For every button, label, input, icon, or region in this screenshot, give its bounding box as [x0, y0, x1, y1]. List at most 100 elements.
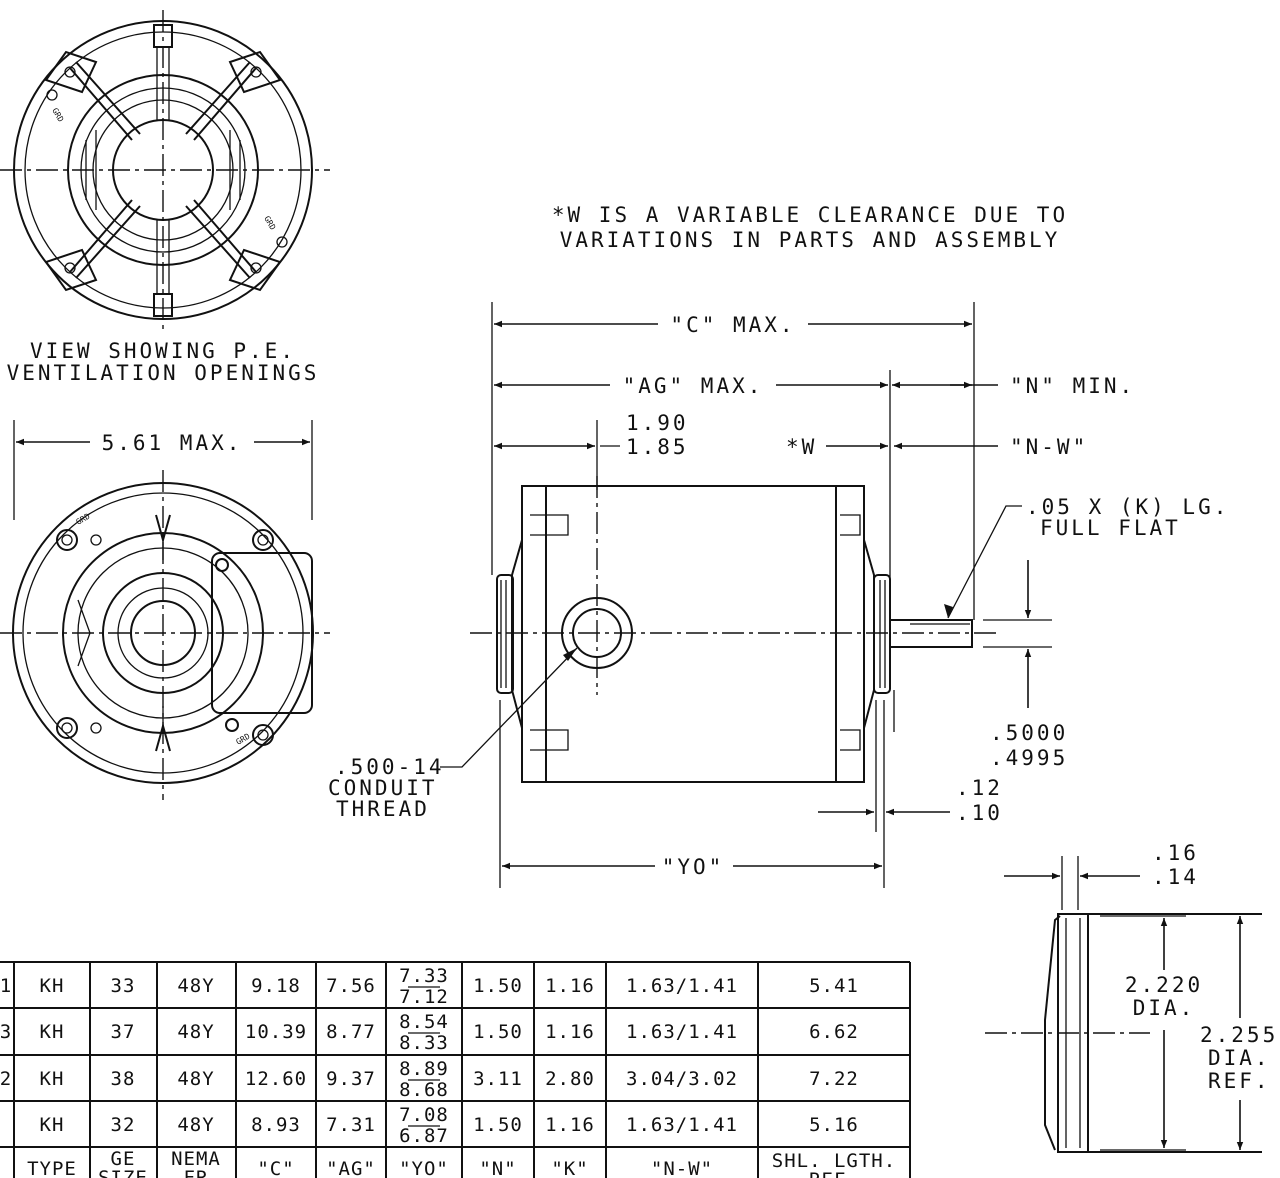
detail-dia-1: 2.220: [1125, 973, 1203, 997]
hdr-nema-2: FR: [184, 1167, 209, 1178]
cell-n: 3.11: [473, 1068, 523, 1090]
hdr-ge-2: SIZE: [98, 1167, 148, 1178]
cell-nw: 1.63/1.41: [626, 1021, 738, 1043]
dim-185: 1.85: [626, 435, 689, 459]
cell-nema: 48Y: [177, 1021, 214, 1043]
cell-ag: 8.77: [326, 1021, 376, 1043]
cell-nema: 48Y: [177, 1068, 214, 1090]
cell-ag: 7.56: [326, 975, 376, 997]
cell-yo-min: 8.33: [399, 1032, 449, 1054]
flat-note-2: FULL FLAT: [1040, 516, 1181, 540]
cell-n: 1.50: [473, 975, 523, 997]
detail-dim-14: .14: [1152, 865, 1199, 889]
cell-c: 8.93: [251, 1114, 301, 1136]
hdr-ag: "AG": [326, 1158, 376, 1178]
c-max-label: "C" MAX.: [670, 313, 795, 337]
hdr-ge-1: GE: [111, 1148, 136, 1170]
cell-k: 2.80: [545, 1068, 595, 1090]
cell-c: 10.39: [245, 1021, 307, 1043]
detail-dia-2-sub1: DIA.: [1208, 1046, 1271, 1070]
yo-dim-label: "YO": [662, 855, 725, 879]
cell-mark: 3: [0, 1021, 12, 1043]
cell-yo-max: 8.89: [399, 1058, 449, 1080]
table-row: 1 KH 33 48Y 9.18 7.56 1.50 1.16 1.63/1.41 5.41 7.3…: [0, 965, 859, 1008]
cell-yo-max: 7.08: [399, 1104, 449, 1126]
hdr-nw: "N-W": [651, 1158, 713, 1178]
conduit-note-3: THREAD: [336, 797, 430, 821]
hdr-nema-1: NEMA: [171, 1148, 221, 1170]
width-dim-label: 5.61 MAX.: [102, 431, 243, 455]
hdr-k: "K": [551, 1158, 588, 1178]
hdr-c: "C": [257, 1158, 294, 1178]
cell-yo-max: 8.54: [399, 1011, 449, 1033]
flat-note-1: .05 X (K) LG.: [1026, 495, 1229, 519]
n-min-label: "N" MIN.: [1010, 374, 1135, 398]
cell-c: 12.60: [245, 1068, 307, 1090]
shaft-dia-max: .5000: [990, 721, 1068, 745]
dim-190: 1.90: [626, 411, 689, 435]
dimension-table: [0, 961, 911, 1178]
cell-type: KH: [40, 975, 65, 997]
cell-nema: 48Y: [177, 1114, 214, 1136]
cell-k: 1.16: [545, 1114, 595, 1136]
ag-max-label: "AG" MAX.: [623, 374, 764, 398]
cell-mark: 2: [0, 1068, 12, 1090]
table-row: KH 32 48Y 8.93 7.31 1.50 1.16 1.63/1.41 5.16 7.08…: [40, 1104, 859, 1147]
cell-ge: 32: [111, 1114, 136, 1136]
cell-nw: 1.63/1.41: [626, 1114, 738, 1136]
end-view-caption-2: VENTILATION OPENINGS: [7, 361, 320, 385]
cell-type: KH: [40, 1114, 65, 1136]
conduit-note-1: .500-14: [335, 755, 445, 779]
detail-dia-1-sub: DIA.: [1133, 996, 1196, 1020]
cell-nw: 3.04/3.02: [626, 1068, 738, 1090]
cell-nw: 1.63/1.41: [626, 975, 738, 997]
cell-yo-min: 6.87: [399, 1125, 449, 1147]
table-header: TYPE GE SIZE NEMA FR "C" "AG" "YO" "N" "…: [27, 1148, 895, 1178]
cell-type: KH: [40, 1021, 65, 1043]
cell-nema: 48Y: [177, 975, 214, 997]
grd-label-4: GRD: [235, 732, 252, 747]
clearance-note-1: *W IS A VARIABLE CLEARANCE DUE TO: [552, 203, 1068, 227]
cell-yo-max: 7.33: [399, 965, 449, 987]
cell-n: 1.50: [473, 1021, 523, 1043]
cell-mark: 1: [0, 975, 12, 997]
cell-shl: 5.41: [809, 975, 859, 997]
table-row: 2 KH 38 48Y 12.60 9.37 3.11 2.80 3.04/3.02 7.22 8.…: [0, 1058, 859, 1101]
dim-10: .10: [956, 801, 1003, 825]
cell-k: 1.16: [545, 1021, 595, 1043]
end-view-caption-1: VIEW SHOWING P.E.: [30, 339, 296, 363]
cell-k: 1.16: [545, 975, 595, 997]
cell-ge: 38: [111, 1068, 136, 1090]
hdr-type: TYPE: [27, 1158, 77, 1178]
cell-ge: 33: [111, 975, 136, 997]
cell-yo-min: 7.12: [399, 986, 449, 1008]
detail-dia-2-sub2: REF.: [1208, 1069, 1271, 1093]
hdr-n: "N": [479, 1158, 516, 1178]
detail-dia-2: 2.255: [1200, 1023, 1278, 1047]
detail-dim-16: .16: [1152, 841, 1199, 865]
cell-type: KH: [40, 1068, 65, 1090]
cell-shl: 5.16: [809, 1114, 859, 1136]
clearance-note-2: VARIATIONS IN PARTS AND ASSEMBLY: [560, 228, 1061, 252]
cell-yo-min: 8.68: [399, 1079, 449, 1101]
dim-12: .12: [956, 776, 1003, 800]
end-view-front: GRD GRD: [0, 470, 330, 800]
grd-label: GRD: [50, 107, 65, 124]
motor-side-view: [470, 476, 1052, 783]
cell-ag: 9.37: [326, 1068, 376, 1090]
end-view-ventilation: GRD GRD: [0, 10, 330, 330]
grd-label-2: GRD: [262, 215, 277, 232]
cell-shl: 7.22: [809, 1068, 859, 1090]
nw-dim-label: "N-W": [1010, 435, 1088, 459]
hdr-yo: "YO": [399, 1158, 449, 1178]
cell-c: 9.18: [251, 975, 301, 997]
cell-shl: 6.62: [809, 1021, 859, 1043]
cell-n: 1.50: [473, 1114, 523, 1136]
detail-view: .16 .14 2.220 DIA. 2.255 DIA. REF.: [985, 841, 1278, 1153]
hdr-shl-2: REF.: [809, 1169, 859, 1178]
conduit-note-2: CONDUIT: [328, 776, 438, 800]
w-dim-label: *W: [786, 435, 817, 459]
cell-ag: 7.31: [326, 1114, 376, 1136]
